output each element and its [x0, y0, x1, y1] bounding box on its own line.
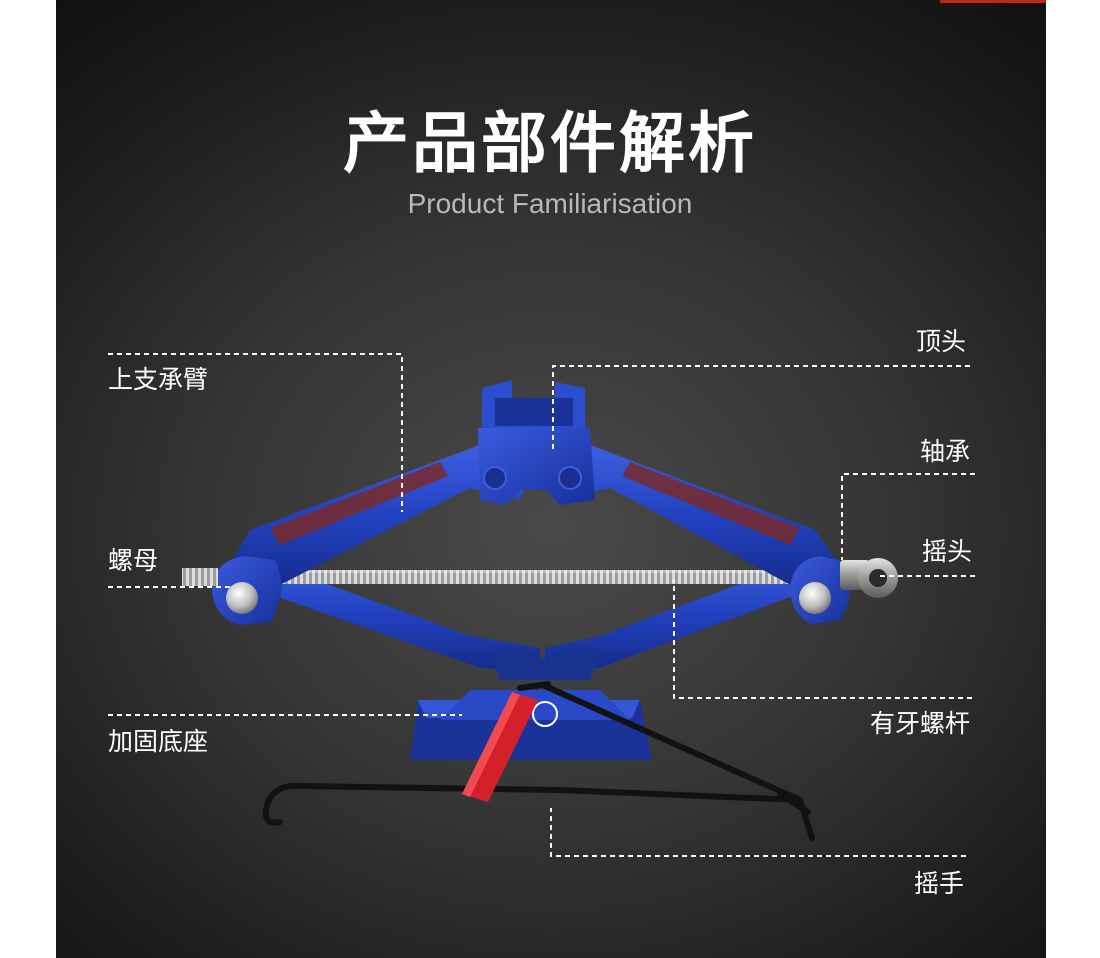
leader-top-head — [552, 365, 970, 450]
right-pivot — [790, 556, 898, 624]
lower-support-arms — [230, 556, 835, 680]
leader-upper-arm — [108, 353, 403, 512]
red-accent-bar — [940, 0, 1046, 3]
left-margin — [0, 0, 56, 958]
leader-lines — [108, 353, 975, 857]
label-bearing: 轴承 — [919, 437, 970, 466]
label-top-head: 顶头 — [915, 327, 966, 356]
page-title: 产品部件解析 — [343, 105, 757, 182]
label-threaded-rod: 有牙螺杆 — [869, 709, 970, 738]
leader-threaded-rod — [673, 580, 972, 699]
upper-support-arms — [230, 445, 840, 590]
label-upper-arm: 上支承臂 — [108, 365, 209, 394]
label-crank-head: 摇头 — [921, 537, 972, 566]
leader-bearing — [841, 473, 975, 560]
label-reinforced-base: 加固底座 — [108, 727, 209, 756]
threaded-rod — [185, 570, 855, 584]
page-subtitle: Product Familiarisation — [407, 188, 693, 219]
top-head — [478, 380, 595, 505]
left-pivot — [212, 556, 282, 625]
crank-handle-rod — [262, 681, 815, 841]
label-crank-handle: 摇手 — [913, 869, 964, 898]
label-nut: 螺母 — [108, 546, 159, 575]
red-grip — [462, 692, 538, 802]
leader-crank-handle — [550, 808, 966, 857]
nut-thread-end — [182, 568, 218, 586]
right-margin — [1046, 0, 1100, 958]
